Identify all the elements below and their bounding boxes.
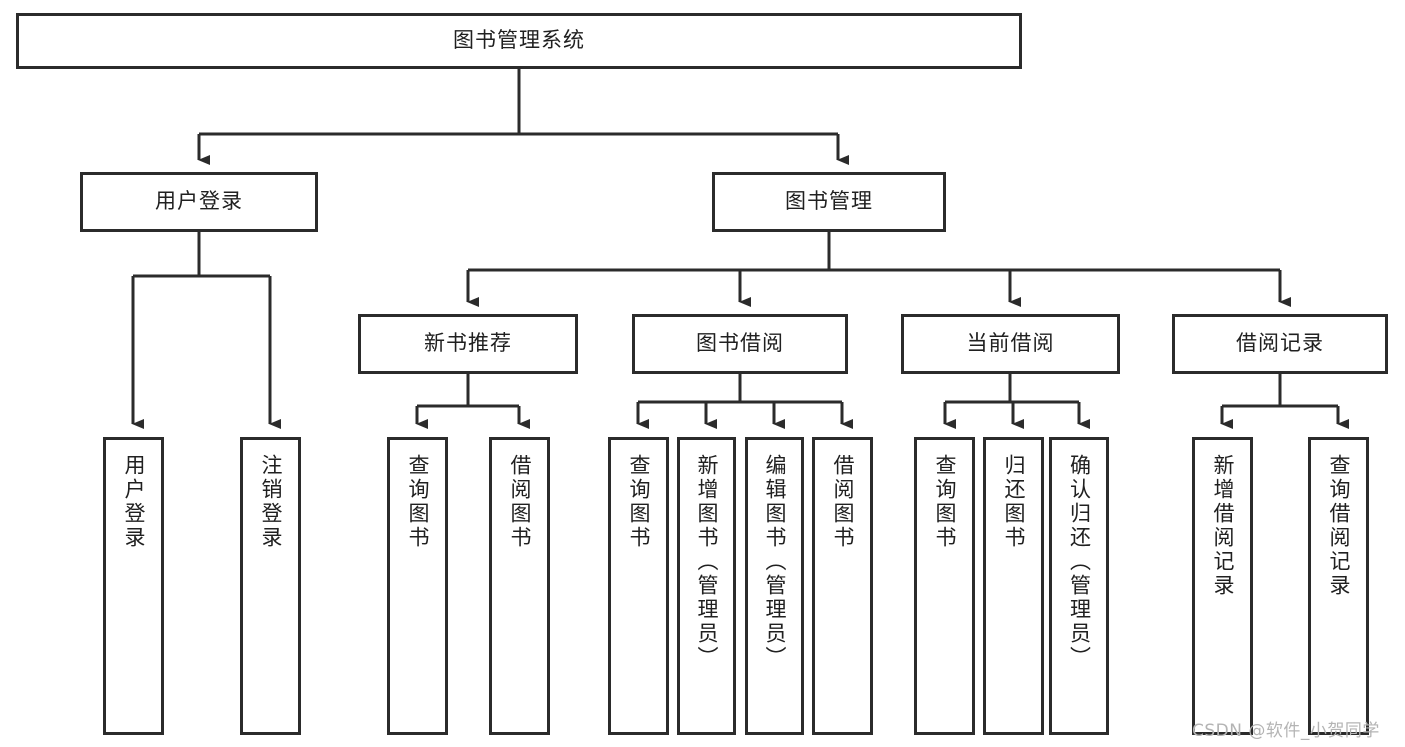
node-user-login[interactable]: 用户登录 — [80, 172, 318, 232]
node-label: 查询图书 — [933, 454, 957, 550]
node-borrow-record[interactable]: 借阅记录 — [1172, 314, 1388, 374]
leaf-book-borrow-edit-book-admin[interactable]: 编辑图书（管理员） — [745, 437, 804, 735]
node-label: 确认归还（管理员） — [1067, 454, 1092, 670]
node-current-borrow[interactable]: 当前借阅 — [901, 314, 1120, 374]
leaf-user-login-logout[interactable]: 注销登录 — [240, 437, 301, 735]
node-label: 图书管理系统 — [453, 28, 585, 53]
node-label: 新增借阅记录 — [1211, 454, 1235, 598]
node-book-management[interactable]: 图书管理 — [712, 172, 946, 232]
node-label: 当前借阅 — [966, 331, 1055, 356]
node-label: 用户登录 — [122, 454, 146, 550]
node-label: 图书借阅 — [696, 331, 784, 356]
leaf-book-borrow-borrow-book[interactable]: 借阅图书 — [812, 437, 873, 735]
node-label: 新增图书（管理员） — [695, 454, 719, 670]
leaf-current-borrow-query-book[interactable]: 查询图书 — [914, 437, 975, 735]
leaf-borrow-record-add-record[interactable]: 新增借阅记录 — [1192, 437, 1253, 735]
node-label: 编辑图书（管理员） — [763, 454, 787, 670]
leaf-current-borrow-confirm-return-admin[interactable]: 确认归还（管理员） — [1049, 437, 1109, 735]
node-label: 查询图书 — [627, 454, 651, 550]
leaf-book-borrow-add-book-admin[interactable]: 新增图书（管理员） — [677, 437, 736, 735]
leaf-user-login-login[interactable]: 用户登录 — [103, 437, 164, 735]
node-root-book-management-system[interactable]: 图书管理系统 — [16, 13, 1022, 69]
node-label: 查询图书 — [406, 454, 430, 550]
node-label: 查询借阅记录 — [1327, 454, 1351, 598]
csdn-watermark: CSDN @软件_小贺同学 — [1192, 721, 1380, 741]
node-label: 图书管理 — [785, 189, 873, 214]
leaf-new-book-borrow-book[interactable]: 借阅图书 — [489, 437, 550, 735]
node-new-book-recommend[interactable]: 新书推荐 — [358, 314, 578, 374]
leaf-borrow-record-query-record[interactable]: 查询借阅记录 — [1308, 437, 1369, 735]
node-label: 借阅记录 — [1236, 331, 1324, 356]
node-label: 归还图书 — [1002, 454, 1026, 550]
node-label: 借阅图书 — [831, 454, 855, 550]
node-book-borrow[interactable]: 图书借阅 — [632, 314, 848, 374]
leaf-new-book-query-book[interactable]: 查询图书 — [387, 437, 448, 735]
node-label: 新书推荐 — [424, 331, 512, 356]
leaf-current-borrow-return-book[interactable]: 归还图书 — [983, 437, 1044, 735]
node-label: 用户登录 — [155, 189, 243, 214]
node-label: 注销登录 — [259, 454, 283, 550]
leaf-book-borrow-query-book[interactable]: 查询图书 — [608, 437, 669, 735]
node-label: 借阅图书 — [508, 454, 532, 550]
